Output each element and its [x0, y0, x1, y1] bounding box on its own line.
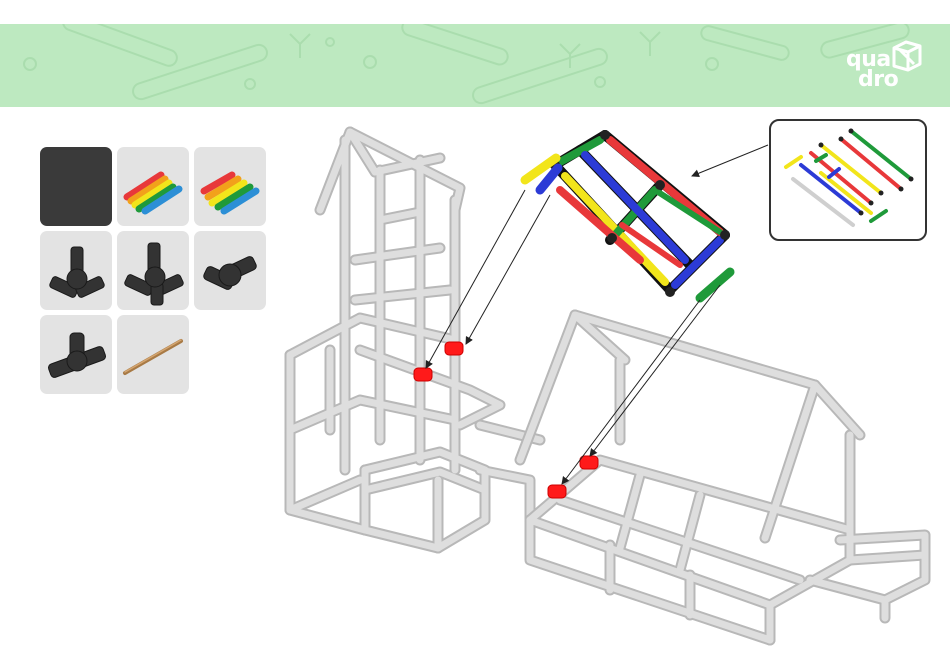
red-connector-2 — [445, 342, 463, 355]
red-connector-4 — [580, 456, 598, 469]
quadro-logo: qua dro — [844, 38, 934, 94]
logo-text-line2: dro — [858, 70, 898, 90]
banner-pattern — [0, 24, 950, 107]
cube-icon — [890, 38, 924, 72]
loose-green-tube — [700, 272, 730, 298]
inset-preview — [769, 119, 927, 241]
red-connector-3 — [548, 485, 566, 498]
tower-frame — [290, 132, 540, 548]
red-connector-1 — [414, 368, 432, 381]
colored-roof-assembly — [525, 130, 730, 298]
inset-roof-illustration — [771, 121, 925, 239]
house-frame — [520, 315, 925, 640]
header-banner: qua dro — [0, 24, 950, 107]
assembly-arrows — [426, 145, 768, 484]
